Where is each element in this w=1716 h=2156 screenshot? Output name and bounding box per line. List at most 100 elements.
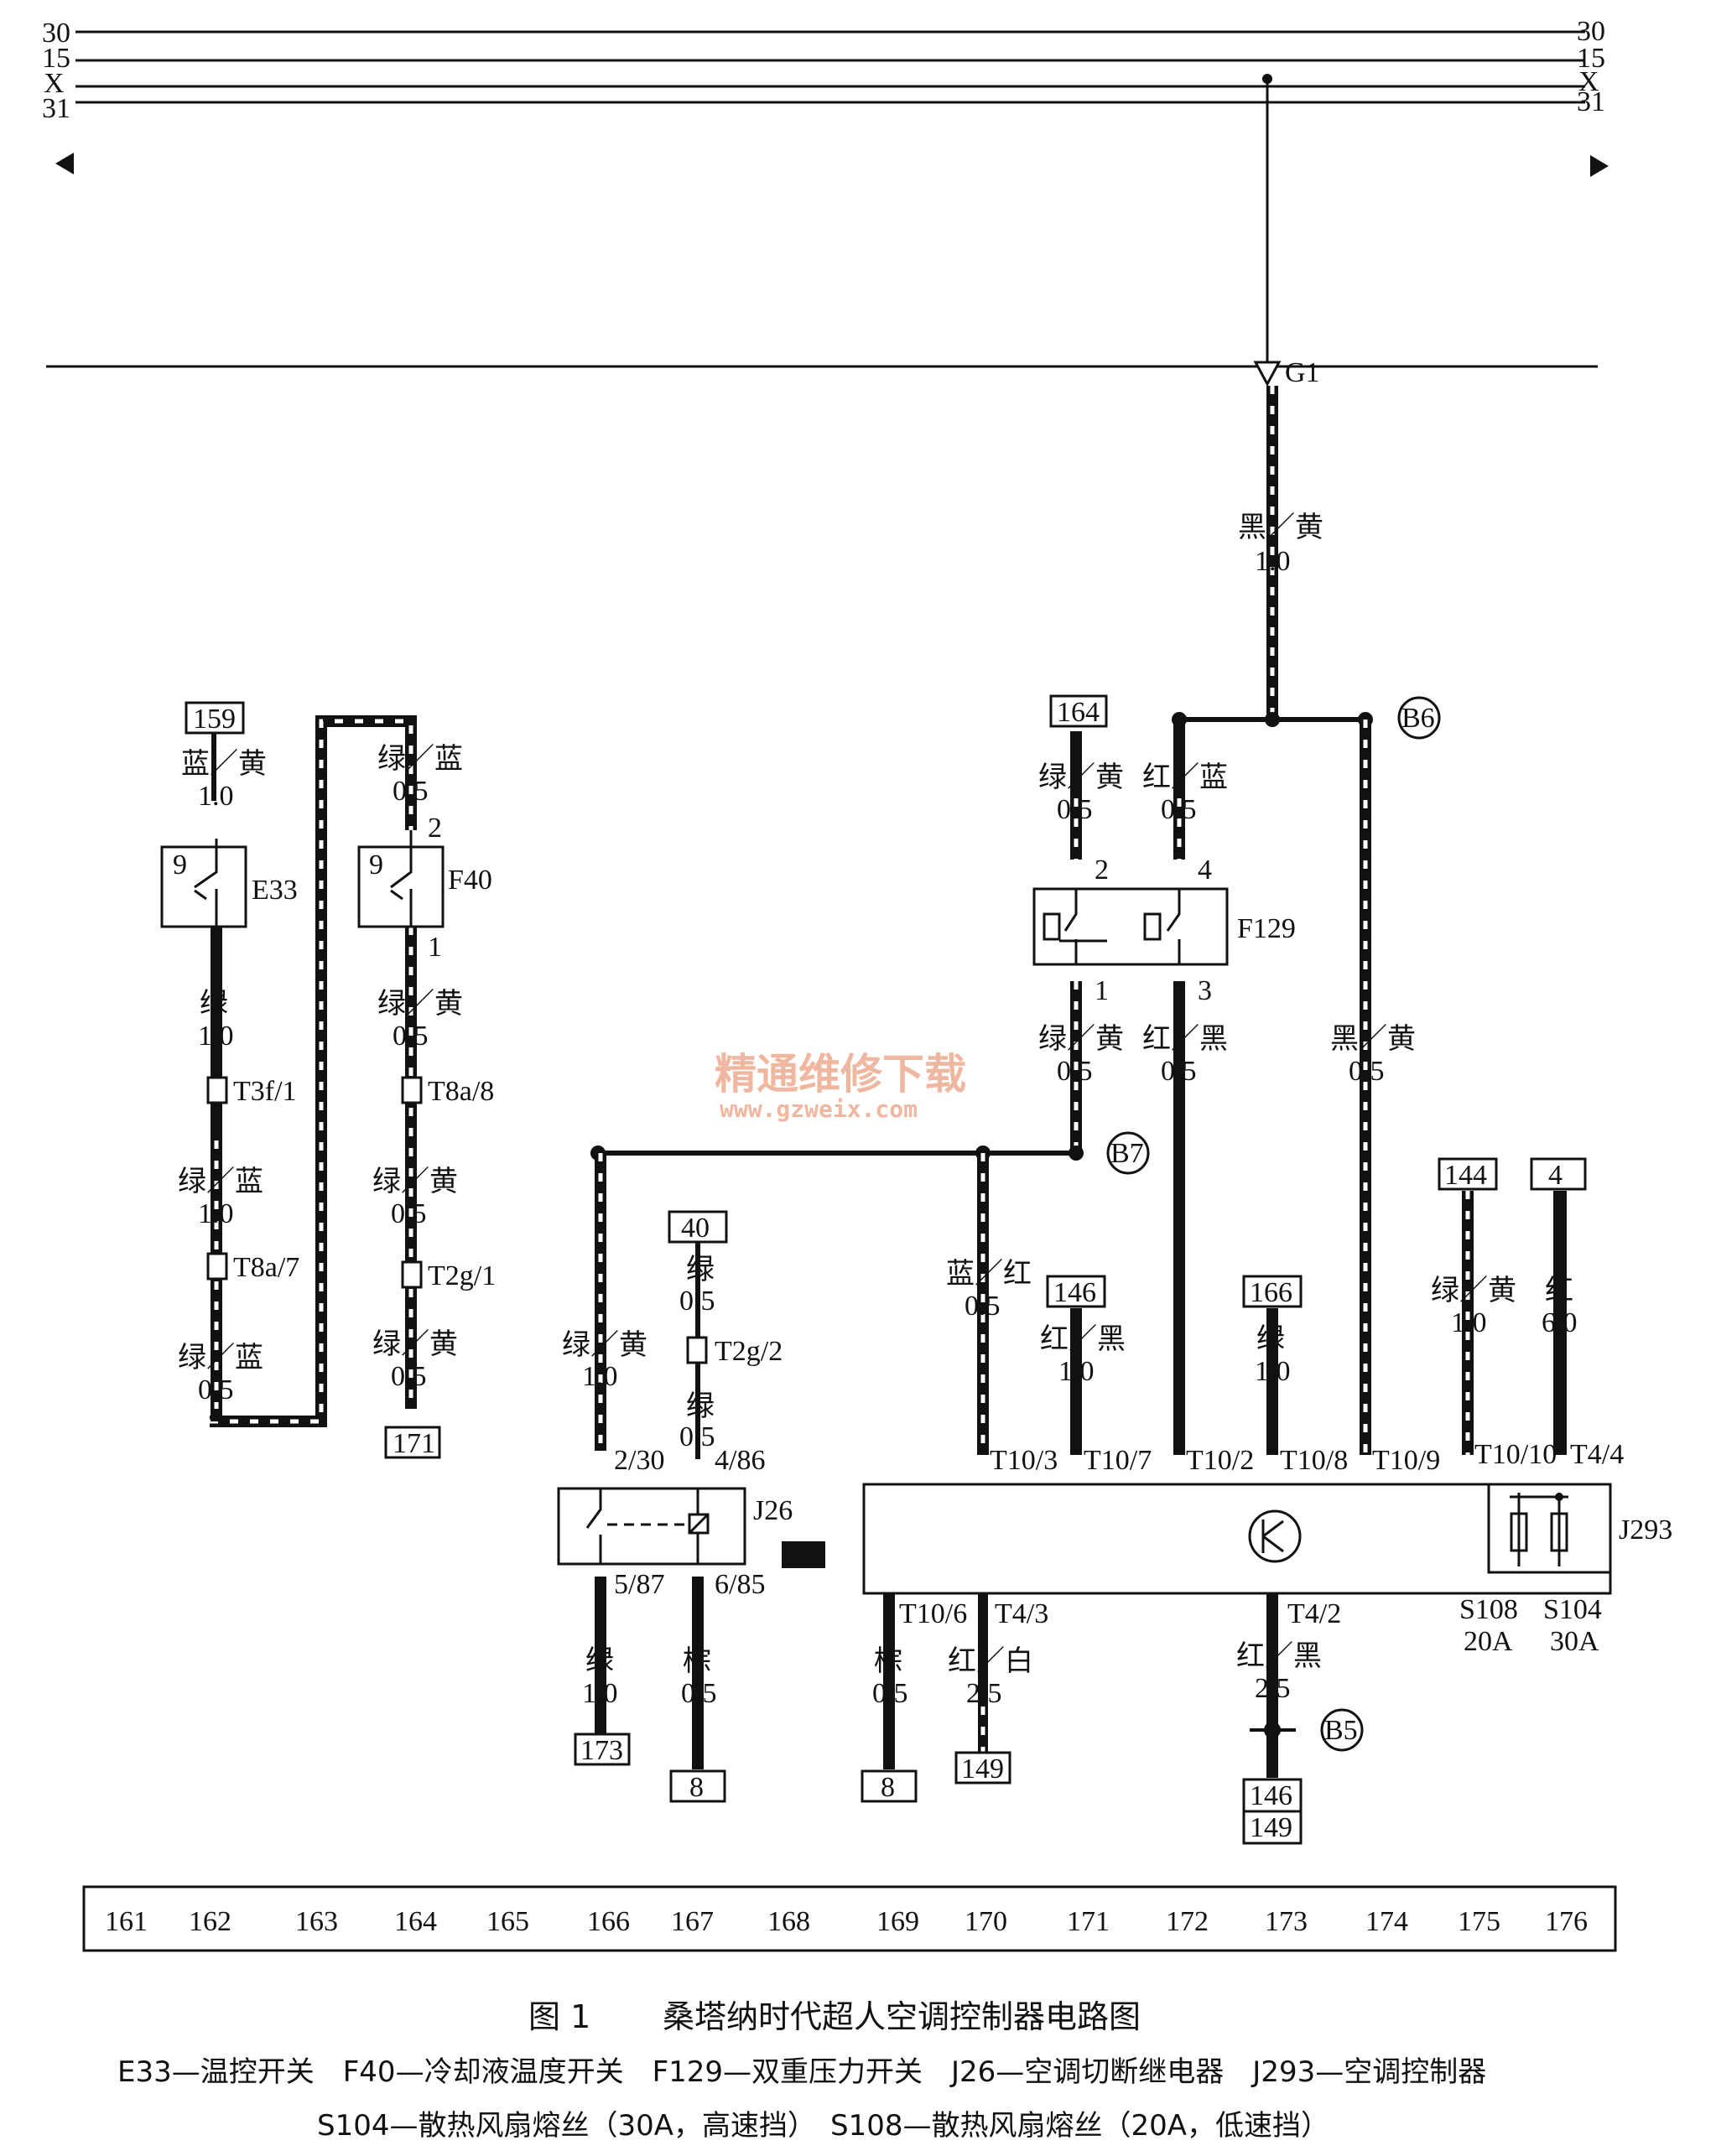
wire-g1-main-color: 黑／黄: [1238, 511, 1323, 544]
grid-175: 175: [1458, 1906, 1500, 1937]
wire-j26-out6-color: 棕: [683, 1644, 711, 1678]
f129-pin-2: 2: [1095, 855, 1109, 886]
splice-labels: B6 B7 B5: [1106, 696, 1441, 1752]
wire-e33-in-size: 1.0: [198, 781, 234, 812]
wire-f129-in2-color: 绿／黄: [1038, 761, 1124, 794]
grid-170: 170: [965, 1906, 1007, 1937]
splice-b7-label: B7: [1110, 1138, 1144, 1169]
ref-159: 159: [193, 704, 236, 735]
ref-40: 40: [681, 1213, 710, 1244]
f129-pin-4: 4: [1198, 855, 1212, 886]
ref-164-box: [1049, 694, 1108, 728]
wire-e33-in-color: 蓝／黄: [181, 747, 267, 781]
wire-j26-in-size: 1.0: [582, 1361, 618, 1392]
wire-40-color: 绿: [686, 1253, 715, 1286]
conn-t8a7-icon: [206, 1252, 228, 1281]
grid-167: 167: [671, 1906, 714, 1937]
relay-location-marker: [782, 1541, 825, 1568]
grid-173: 173: [1265, 1906, 1308, 1937]
ref-8a-box: [669, 1769, 726, 1803]
wire-b6-down-size: 0.5: [1349, 1056, 1385, 1087]
wire-t10-6-size: 0.5: [872, 1678, 908, 1709]
conn-t10-7: T10/7: [1084, 1445, 1152, 1476]
conn-t2g1-icon: [401, 1260, 423, 1289]
watermark: 精通维修下载 www.gzweix.com: [715, 1050, 966, 1123]
rail-label-right-15: 15: [1577, 43, 1605, 74]
rail-label-left-30: 30: [42, 18, 70, 49]
wire-f40-low-size: 0.5: [391, 1361, 427, 1392]
ref-166-box: [1242, 1275, 1303, 1308]
components: 9 E33 9 F40 2 1 F129 2 4 1 3 J26 2/30 4/…: [160, 813, 1672, 1657]
j26-pin-5-87: 5/87: [614, 1569, 664, 1600]
wire-t4-2-size: 2.5: [1255, 1673, 1291, 1704]
ground-g1-label: G1: [1285, 357, 1320, 388]
wire-t4-4-size: 6.0: [1542, 1307, 1578, 1338]
f129-switch-1-icon: [1059, 889, 1107, 964]
rail-label-right-30: 30: [1577, 16, 1605, 47]
wire-40b-size: 0.5: [679, 1421, 715, 1452]
wire-f129-in2-size: 0.5: [1057, 794, 1093, 825]
wire-t10-3-size: 0.5: [965, 1291, 1001, 1322]
fuse-junction-dot: [1555, 1493, 1563, 1501]
f129-pin-3: 3: [1198, 975, 1212, 1006]
wire-e33-low-color: 绿／蓝: [178, 1341, 263, 1374]
e33-switch-icon: [194, 839, 218, 927]
ref-146b: 146: [1250, 1780, 1292, 1811]
wire-e33-mid-color: 绿／蓝: [178, 1165, 263, 1198]
ref-144: 144: [1444, 1160, 1487, 1191]
conn-t10-9: T10/9: [1372, 1445, 1440, 1476]
ref-173: 173: [580, 1735, 623, 1766]
conn-t4-2: T4/2: [1287, 1598, 1341, 1629]
ref-149b: 149: [1250, 1812, 1292, 1843]
wire-f129-in4-color: 红／蓝: [1142, 761, 1228, 794]
splice-b7-circle: [1106, 1131, 1150, 1175]
ref-8b: 8: [881, 1772, 895, 1803]
wire-t10-3-color: 蓝／红: [946, 1257, 1032, 1291]
wire-t10-10-color: 绿／黄: [1431, 1274, 1516, 1307]
wire-j26-out5-size: 1.0: [582, 1678, 618, 1709]
wire-f40-in-color: 绿／蓝: [377, 742, 463, 776]
wire-f129-in4-size: 0.5: [1161, 794, 1197, 825]
grid-162: 162: [189, 1906, 231, 1937]
conn-t10-6: T10/6: [899, 1598, 967, 1629]
f40-pin-bottom: 1: [428, 932, 442, 963]
ref-40-box: [668, 1210, 728, 1244]
conn-t10-2: T10/2: [1186, 1445, 1254, 1476]
f40-name: F40: [448, 865, 492, 896]
wire-t10-6-color: 棕: [874, 1644, 902, 1678]
f40-switch-icon: [390, 830, 413, 927]
f40-switch-box: [357, 845, 445, 928]
s108-name: S108: [1459, 1594, 1518, 1625]
f40-pin-label: 9: [369, 849, 383, 881]
splice-b5-circle: [1320, 1708, 1364, 1752]
fuse-link-lines: [1510, 1493, 1568, 1566]
e33-switch-box: [160, 845, 247, 928]
wire-e33-f40-loop: [210, 715, 417, 1427]
conn-t4-4: T4/4: [1570, 1439, 1624, 1470]
conn-t10-10: T10/10: [1474, 1439, 1557, 1470]
wire-g1-main-size: 1.0: [1255, 546, 1291, 577]
connectors: T3f/1 T8a/8 T8a/7 T2g/1 T2g/2 T10/3 T10/…: [206, 1076, 1624, 1629]
j26-pin-2-30: 2/30: [614, 1445, 664, 1476]
grid-168: 168: [767, 1906, 810, 1937]
wire-e33-mid-size: 1.0: [198, 1198, 234, 1229]
grid-172: 172: [1166, 1906, 1209, 1937]
rail-label-left-31: 31: [42, 93, 70, 124]
caption-title: 桑塔纳时代超人空调控制器电路图: [663, 1998, 1141, 2035]
f129-pin-1: 1: [1095, 975, 1109, 1006]
junction-b7-right: [1069, 1146, 1084, 1161]
arrow-left-icon: [55, 153, 74, 174]
arrow-right-icon: [1590, 155, 1609, 177]
j26-pin-4-86: 4/86: [715, 1445, 765, 1476]
wire-f40-mid-size: 0.5: [391, 1198, 427, 1229]
wire-f129-out1-size: 0.5: [1057, 1056, 1093, 1087]
ref-8a: 8: [689, 1772, 704, 1803]
ref-171-box: [384, 1426, 441, 1459]
ref-146a: 146: [1053, 1277, 1096, 1308]
j26-pin-6-85: 6/85: [715, 1569, 765, 1600]
grid-strip-box: [82, 1885, 1617, 1952]
conn-t2g1: T2g/1: [428, 1260, 496, 1291]
ref-149-box: [954, 1751, 1011, 1785]
grid-165: 165: [486, 1906, 529, 1937]
ref-149: 149: [961, 1753, 1004, 1785]
